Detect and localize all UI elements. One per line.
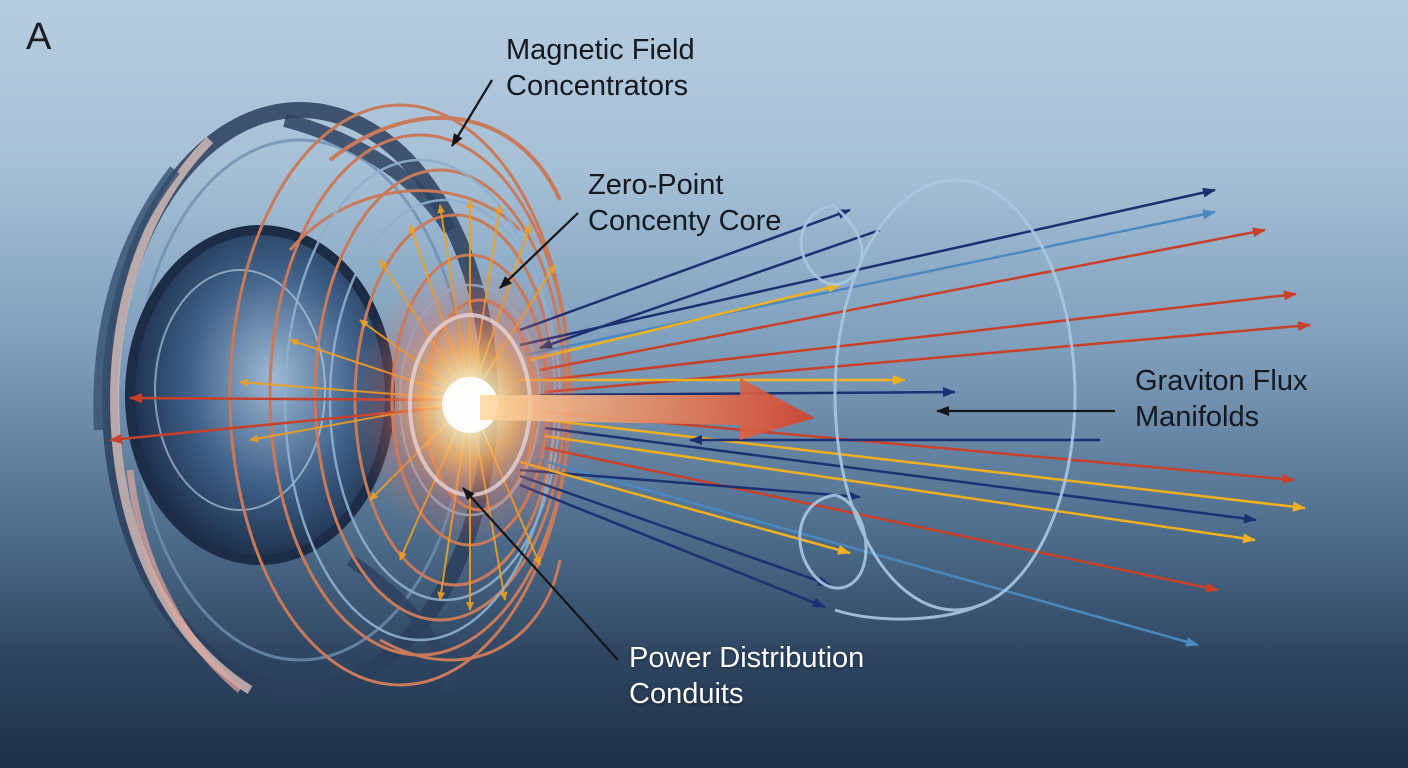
label-line: Concenty Core [588,205,782,237]
zero-point-core [350,265,590,545]
flux-output-arrows [519,187,1311,647]
leader-zero-point [499,212,579,289]
label-line: Manifolds [1135,401,1260,433]
main-beam-arrow [480,378,815,440]
leader-magnetic-field [451,79,493,147]
flux-manifold-rings [798,178,1077,621]
label-magnetic-field-concentrators: Magnetic Field Concentrators [506,32,695,104]
label-line: Magnetic Field [506,34,695,66]
label-power-distribution-conduits: Power Distribution Conduits [629,640,864,712]
label-zero-point-core: Zero-Point Concenty Core [588,167,781,239]
label-line: Concentrators [506,70,689,102]
label-line: Graviton Flux [1135,365,1308,397]
callout-leaders [451,79,1115,661]
panel-letter: A [26,16,52,58]
leader-power-distribution [462,487,619,661]
label-line: Conduits [629,678,744,710]
label-line: Zero-Point [588,169,724,201]
label-graviton-flux-manifolds: Graviton Flux Manifolds [1135,363,1307,435]
label-line: Power Distribution [629,642,865,674]
